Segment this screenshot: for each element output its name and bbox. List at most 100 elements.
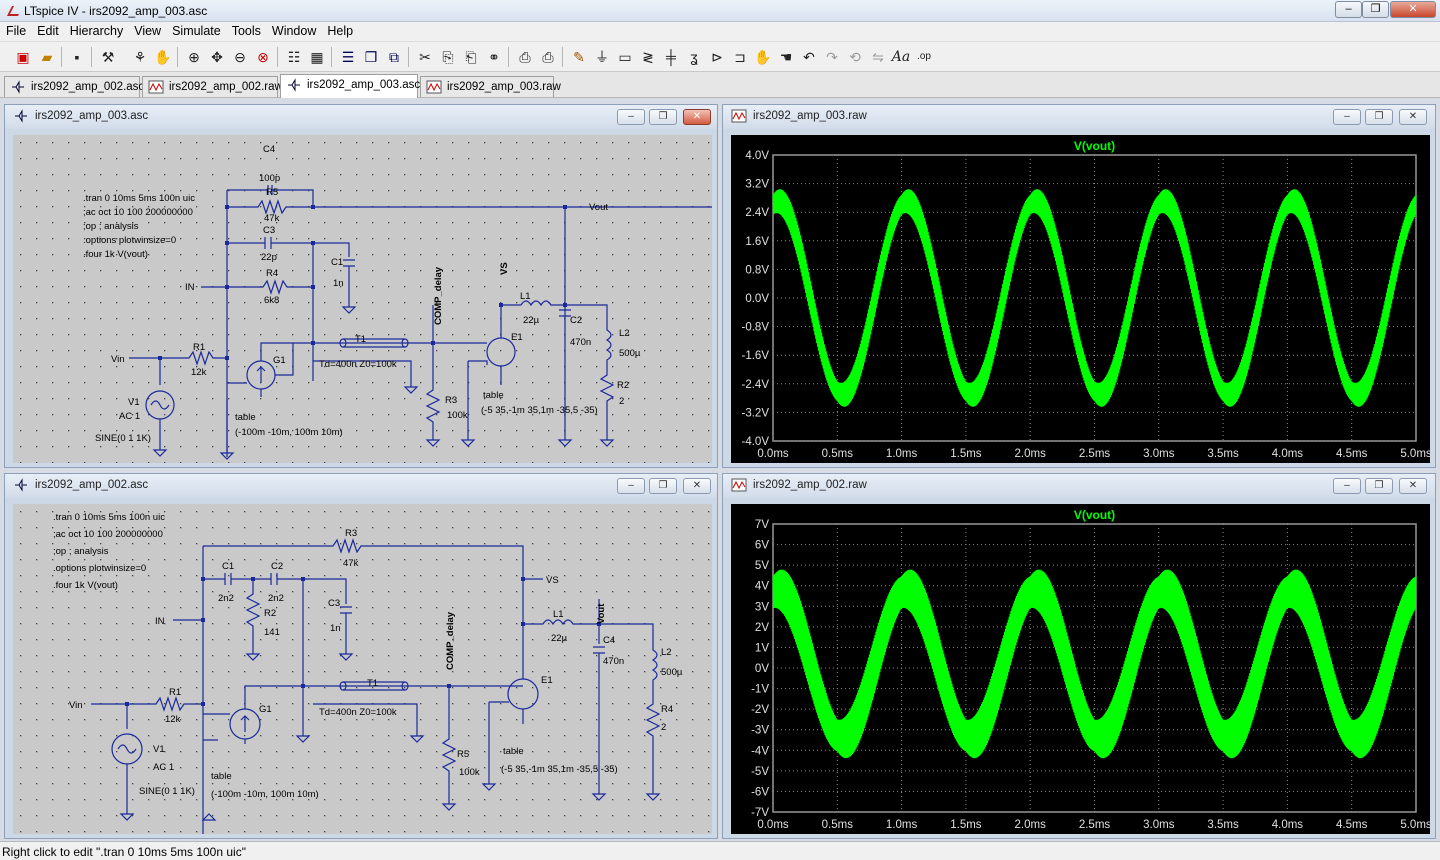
menu-simulate[interactable]: Simulate [172,24,221,38]
close-button[interactable]: ✕ [1399,109,1427,125]
minimize-button[interactable]: – [1333,478,1361,494]
component-value: 1n [330,623,341,634]
chart-title[interactable]: V(vout) [1074,139,1115,153]
menu-edit[interactable]: Edit [37,24,59,38]
paste-icon[interactable]: ⎗ [465,49,477,65]
tab-irs2092-amp-002-asc[interactable]: irs2092_amp_002.asc [4,76,144,97]
diode-icon[interactable]: ⊳ [711,49,723,65]
component-ref: C2 [271,561,283,572]
autorange-icon[interactable]: ☷ [287,49,301,65]
draw-wire-icon[interactable]: ✎ [573,49,585,65]
redo-icon[interactable]: ↷ [826,49,838,65]
pan-icon[interactable]: ✥ [211,49,223,65]
component-ref: R1 [169,687,181,698]
restore-button[interactable]: ❐ [1365,109,1393,125]
component-icon[interactable]: ⊐ [734,49,746,65]
schematic-window-003[interactable]: irs2092_amp_003.asc – ❐ ✕ [4,104,718,468]
schematic-canvas[interactable]: .tran 0 10ms 5ms 100n uic ;ac oct 10 100… [13,504,712,834]
tab-irs2092-amp-003-raw[interactable]: irs2092_amp_003.raw [420,76,561,97]
menu-hierarchy[interactable]: Hierarchy [69,24,124,38]
ground-icon[interactable]: ⏚ [595,49,609,65]
save-icon[interactable]: ▪ [74,49,80,65]
chart-title[interactable]: V(vout) [1074,508,1115,522]
spice-directive-icon[interactable]: .op [917,51,931,62]
halt-icon[interactable]: ✋ [154,49,172,65]
menu-view[interactable]: View [134,24,162,38]
schematic-drawing[interactable]: .tran 0 10ms 5ms 100n uic ;ac oct 10 100… [13,135,712,463]
grid-icon[interactable]: ▦ [310,49,324,65]
chart-svg[interactable]: 4.0V3.2V2.4V1.6V0.8V0.0V-0.8V-1.6V-2.4V-… [731,135,1431,463]
run-icon[interactable]: ⚘ [133,49,147,65]
find-icon[interactable]: ⚭ [488,49,500,65]
spice-directive[interactable]: .options plotwinsize=0 [53,563,146,574]
component-ref: R4 [266,268,278,279]
component-value: 2 [661,722,666,733]
component-value: 100k [459,767,480,778]
minimize-button[interactable]: – [1333,109,1361,125]
rotate-icon[interactable]: ⟲ [849,49,861,65]
trace-vout[interactable] [772,189,1417,407]
schematic-canvas[interactable]: .tran 0 10ms 5ms 100n uic ;ac oct 10 100… [13,135,712,463]
close-button[interactable]: ✕ [1390,1,1436,18]
copy-icon[interactable]: ⎘ [442,49,454,65]
cut-icon[interactable]: ✂ [419,49,431,65]
component-value: (-100m -10m, 100m 10m) [211,789,319,800]
chart-svg[interactable]: 7V6V5V4V3V2V1V0V-1V-2V-3V-4V-5V-6V-7V0.0… [731,504,1430,834]
spice-directive[interactable]: ;op ; analysis [53,546,109,557]
undo-icon[interactable]: ↶ [803,49,815,65]
spice-directive[interactable]: .tran 0 10ms 5ms 100n uic [53,512,165,523]
spice-directive[interactable]: .options plotwinsize=0 [83,235,176,246]
spice-directive[interactable]: ;op ; analysis [83,221,139,232]
trace-vout[interactable] [772,569,1417,759]
close-button[interactable]: ✕ [683,109,711,125]
print-icon[interactable]: ⎙ [542,49,554,65]
zoom-out-icon[interactable]: ⊖ [234,49,246,65]
minimize-button[interactable]: – [617,478,645,494]
minimize-button[interactable]: – [617,109,645,125]
print-setup-icon[interactable]: ⎙ [519,49,531,65]
drag-icon[interactable]: ☚ [779,49,793,65]
menu-window[interactable]: Window [271,24,317,38]
spice-directive[interactable]: ;ac oct 10 100 200000000 [83,207,193,218]
new-schematic-icon[interactable]: ▣ [16,49,30,65]
mirror-icon[interactable]: ⇋ [872,49,884,65]
zoom-in-icon[interactable]: ⊕ [188,49,200,65]
control-panel-icon[interactable]: ⚒ [101,49,115,65]
x-tick-label: 0.0ms [757,448,789,460]
menu-tools[interactable]: Tools [231,24,261,38]
move-icon[interactable]: ✋ [754,49,772,65]
close-button[interactable]: ✕ [683,478,711,494]
open-icon[interactable]: ▰ [41,49,53,65]
spice-directive[interactable]: .four 1k V(vout) [83,249,148,260]
minimize-button[interactable]: – [1335,1,1362,18]
restore-button[interactable]: ❐ [649,478,677,494]
net-label: Vin [69,700,83,711]
capacitor-icon[interactable]: ╪ [666,49,676,65]
spice-directive[interactable]: .tran 0 10ms 5ms 100n uic [83,193,195,204]
close-button[interactable]: ✕ [1399,478,1427,494]
inductor-icon[interactable]: ʓ [690,49,698,65]
text-icon[interactable]: Aa [891,49,911,65]
schematic-drawing[interactable]: .tran 0 10ms 5ms 100n uic ;ac oct 10 100… [13,504,712,834]
tab-irs2092-amp-002-raw[interactable]: irs2092_amp_002.raw [142,76,283,97]
menu-help[interactable]: Help [327,24,354,38]
close-windows-icon[interactable]: ⧉ [389,49,399,65]
cascade-icon[interactable]: ❐ [364,49,378,65]
spice-directive[interactable]: .four 1k V(vout) [53,580,118,591]
restore-button[interactable]: ❐ [1362,1,1389,18]
tile-horizontal-icon[interactable]: ☰ [341,49,355,65]
schematic-window-002[interactable]: irs2092_amp_002.asc – ❐ ✕ [4,473,718,839]
zoom-fit-icon[interactable]: ⊗ [257,49,269,65]
resistor-icon[interactable]: ≷ [642,49,654,65]
x-tick-label: 3.0ms [1143,819,1175,831]
spice-directive[interactable]: ;ac oct 10 100 200000000 [53,529,163,540]
menu-file[interactable]: File [6,24,27,38]
restore-button[interactable]: ❐ [1365,478,1393,494]
label-net-icon[interactable]: ▭ [618,49,632,65]
tab-irs2092-amp-003-asc[interactable]: irs2092_amp_003.asc [280,74,420,98]
restore-button[interactable]: ❐ [649,109,677,125]
